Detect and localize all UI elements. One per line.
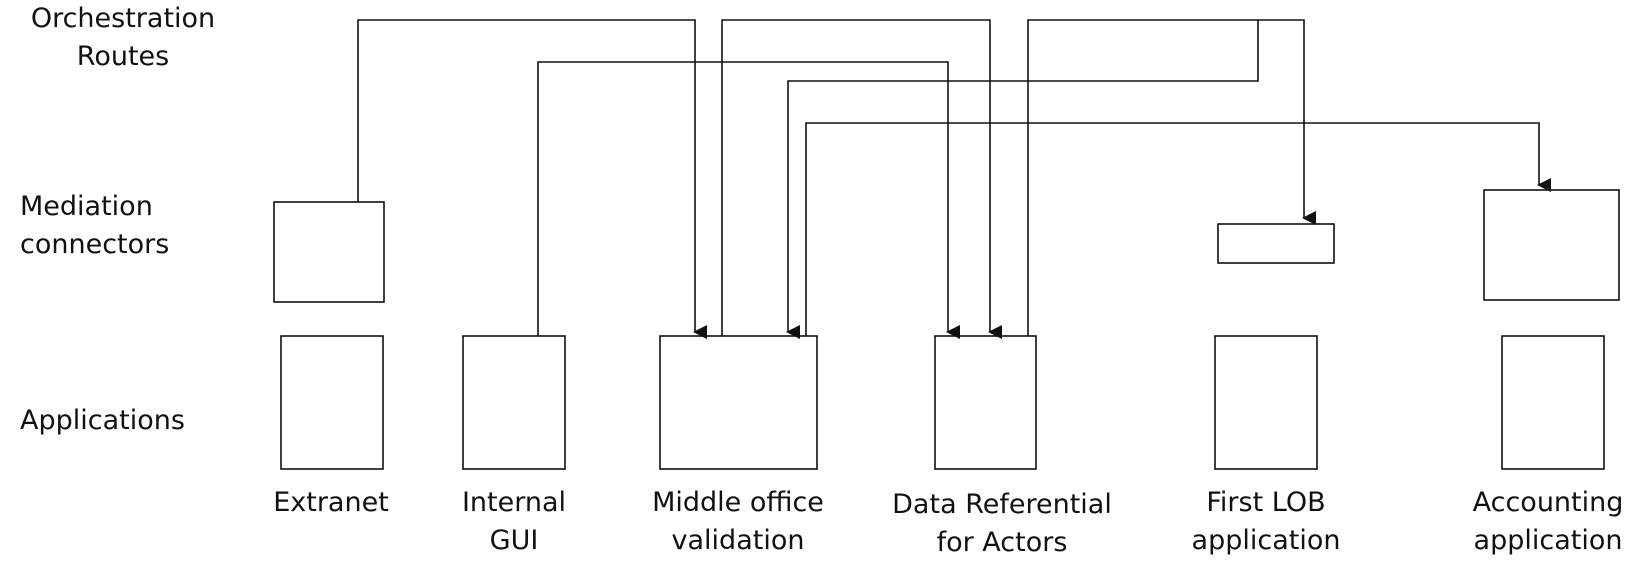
app-label-accounting: Accounting application bbox=[1450, 484, 1646, 560]
app-box-data-referential bbox=[934, 335, 1037, 470]
app-label-data-referential: Data Referential for Actors bbox=[872, 486, 1132, 562]
app-label-first-lob: First LOB application bbox=[1166, 484, 1366, 560]
app-label-extranet: Extranet bbox=[256, 484, 406, 522]
lane-label-line: Routes bbox=[76, 41, 170, 72]
mediation-connector-first-lob bbox=[1217, 223, 1335, 264]
lane-label-line: Orchestration bbox=[30, 3, 216, 34]
lane-label-line: Applications bbox=[20, 405, 185, 436]
app-label-line: Extranet bbox=[273, 487, 389, 518]
route-middle-office-to-data-referential bbox=[721, 19, 1002, 339]
app-label-line: Internal bbox=[461, 487, 567, 518]
lane-label-line: Mediation bbox=[20, 191, 153, 222]
route-extranet-to-middle-office bbox=[357, 19, 707, 339]
app-label-middle-office: Middle office validation bbox=[633, 484, 843, 560]
mediation-connector-extranet bbox=[273, 201, 385, 303]
route-internal-gui-to-data-referential bbox=[537, 61, 960, 339]
app-label-line: for Actors bbox=[936, 527, 1068, 558]
app-label-line: Middle office bbox=[652, 487, 824, 518]
app-box-extranet bbox=[280, 335, 384, 470]
route-data-referential-to-first-lob bbox=[1027, 19, 1316, 336]
lane-label-mediation-connectors: Mediation connectors bbox=[20, 188, 169, 264]
lane-label-applications: Applications bbox=[20, 402, 185, 440]
route-data-referential-to-middle-office bbox=[786, 20, 1259, 339]
app-box-first-lob bbox=[1214, 335, 1318, 470]
lane-label-line: connectors bbox=[20, 229, 170, 260]
app-label-line: application bbox=[1191, 525, 1341, 556]
app-label-line: Accounting bbox=[1472, 487, 1624, 518]
mediation-connector-accounting bbox=[1483, 189, 1620, 301]
app-label-line: First LOB bbox=[1206, 487, 1326, 518]
route-middle-office-to-accounting bbox=[805, 122, 1551, 336]
app-box-internal-gui bbox=[462, 335, 566, 470]
app-label-line: validation bbox=[671, 525, 805, 556]
app-label-line: Data Referential bbox=[892, 489, 1112, 520]
app-box-middle-office bbox=[659, 335, 818, 470]
lane-label-orchestration-routes: Orchestration Routes bbox=[20, 0, 226, 76]
app-label-line: application bbox=[1473, 525, 1623, 556]
app-label-internal-gui: Internal GUI bbox=[434, 484, 594, 560]
app-box-accounting bbox=[1501, 335, 1605, 470]
app-label-line: GUI bbox=[489, 525, 539, 556]
